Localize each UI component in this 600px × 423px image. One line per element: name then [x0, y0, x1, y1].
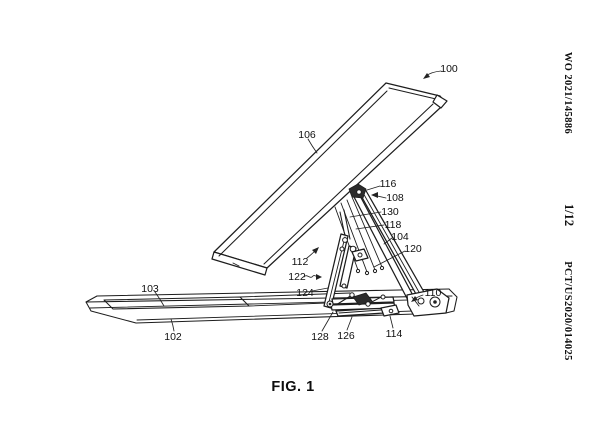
ref-102: 102	[164, 318, 182, 343]
ref-numeral-103: 103	[141, 283, 159, 295]
ref-numeral-108: 108	[386, 192, 404, 204]
figure-caption: FIG. 1	[271, 379, 314, 395]
ref-128: 128	[311, 311, 334, 343]
ref-116: 116	[366, 178, 397, 191]
margin-application-number: PCT/US2020/014025	[562, 261, 573, 361]
ref-numeral-126: 126	[337, 330, 355, 342]
ref-numeral-124: 124	[296, 287, 314, 299]
ref-103: 103	[141, 283, 165, 307]
ref-numeral-114: 114	[386, 328, 403, 340]
ref-110: 110	[411, 287, 442, 302]
ref-104: 104	[383, 231, 409, 245]
ref-122: 122	[288, 271, 322, 283]
ref-numeral-128: 128	[311, 331, 329, 343]
ref-100: 100	[423, 63, 458, 79]
margin-publication-number: WO 2021/145886	[562, 52, 573, 134]
reference-labels: 100 106 116 108 130 118 104 120	[141, 63, 458, 343]
ref-118: 118	[355, 219, 402, 231]
ref-numeral-104: 104	[391, 231, 409, 243]
ref-126: 126	[337, 316, 355, 342]
display-corner-facet	[432, 94, 448, 109]
ref-numeral-130: 130	[381, 206, 399, 218]
ref-120: 120	[373, 243, 422, 268]
ref-106: 106	[298, 129, 318, 154]
ref-numeral-106: 106	[298, 129, 316, 141]
display-panel	[211, 82, 448, 276]
ref-124: 124	[296, 287, 329, 299]
kickstand-mechanism	[323, 183, 450, 317]
ref-numeral-120: 120	[404, 243, 422, 255]
ref-numeral-100: 100	[440, 63, 458, 75]
ref-130: 130	[349, 206, 399, 218]
ref-112: 112	[292, 247, 319, 268]
ref-numeral-118: 118	[385, 219, 402, 231]
margin-sheet-indicator: 1/12	[562, 204, 576, 226]
margin-header: WO 2021/145886 1/12 PCT/US2020/014025	[562, 52, 576, 361]
ref-numeral-110: 110	[425, 287, 442, 299]
ref-numeral-112: 112	[292, 256, 309, 268]
ref-numeral-122: 122	[288, 271, 306, 283]
ref-114: 114	[386, 315, 403, 340]
base-hinge-bracket	[406, 288, 450, 317]
ref-numeral-102: 102	[164, 331, 182, 343]
ref-108: 108	[371, 192, 404, 204]
ref-numeral-116: 116	[380, 178, 397, 190]
